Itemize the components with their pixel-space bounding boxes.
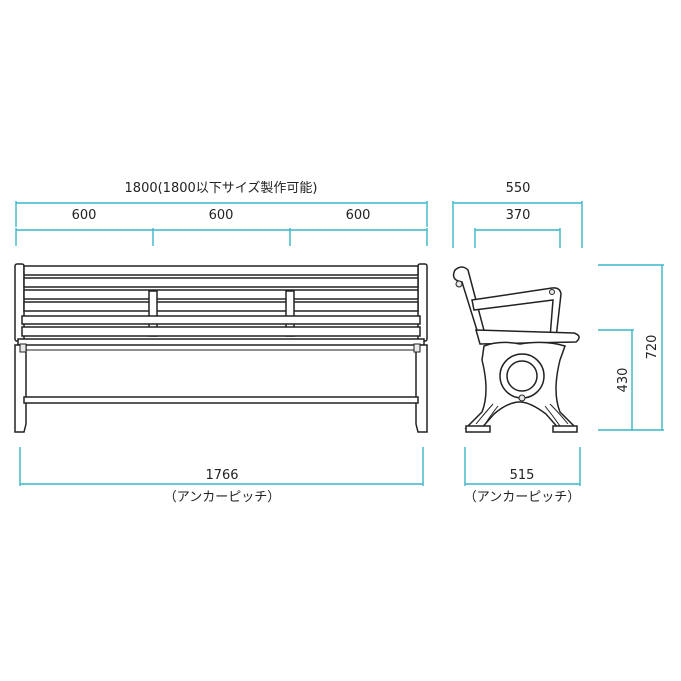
total-height-label: 720	[645, 335, 660, 360]
seat-height-dimension: 430	[598, 329, 634, 430]
armrest-depth-label: 370	[506, 208, 531, 223]
depth-dimension: 550	[452, 181, 583, 248]
front-anchor-pitch-value: 1766	[205, 468, 238, 483]
front-view: 1800(1800以下サイズ製作可能) 600 600 600	[14, 180, 428, 505]
overall-width-label: 1800(1800以下サイズ製作可能)	[125, 180, 318, 196]
depth-label: 550	[506, 181, 531, 196]
segment-label-1: 600	[72, 208, 97, 223]
front-anchor-pitch-dimension: 1766 （アンカーピッチ）	[19, 447, 424, 505]
side-anchor-pitch-label: （アンカーピッチ）	[464, 490, 580, 505]
overall-width-dimension: 1800(1800以下サイズ製作可能)	[15, 180, 428, 227]
front-anchor-pitch-label: （アンカーピッチ）	[164, 490, 280, 505]
segment-label-3: 600	[346, 208, 371, 223]
total-height-dimension: 720	[598, 264, 664, 431]
segment-dimension: 600 600 600	[15, 208, 428, 246]
side-anchor-pitch-value: 515	[510, 468, 535, 483]
side-view: 550 370	[452, 181, 664, 505]
bench-side	[452, 266, 580, 433]
armrest-depth-dimension: 370	[474, 208, 561, 248]
segment-label-2: 600	[209, 208, 234, 223]
side-anchor-pitch-dimension: 515 （アンカーピッチ）	[464, 447, 581, 505]
bench-front	[14, 263, 428, 433]
seat-height-label: 430	[616, 368, 631, 393]
